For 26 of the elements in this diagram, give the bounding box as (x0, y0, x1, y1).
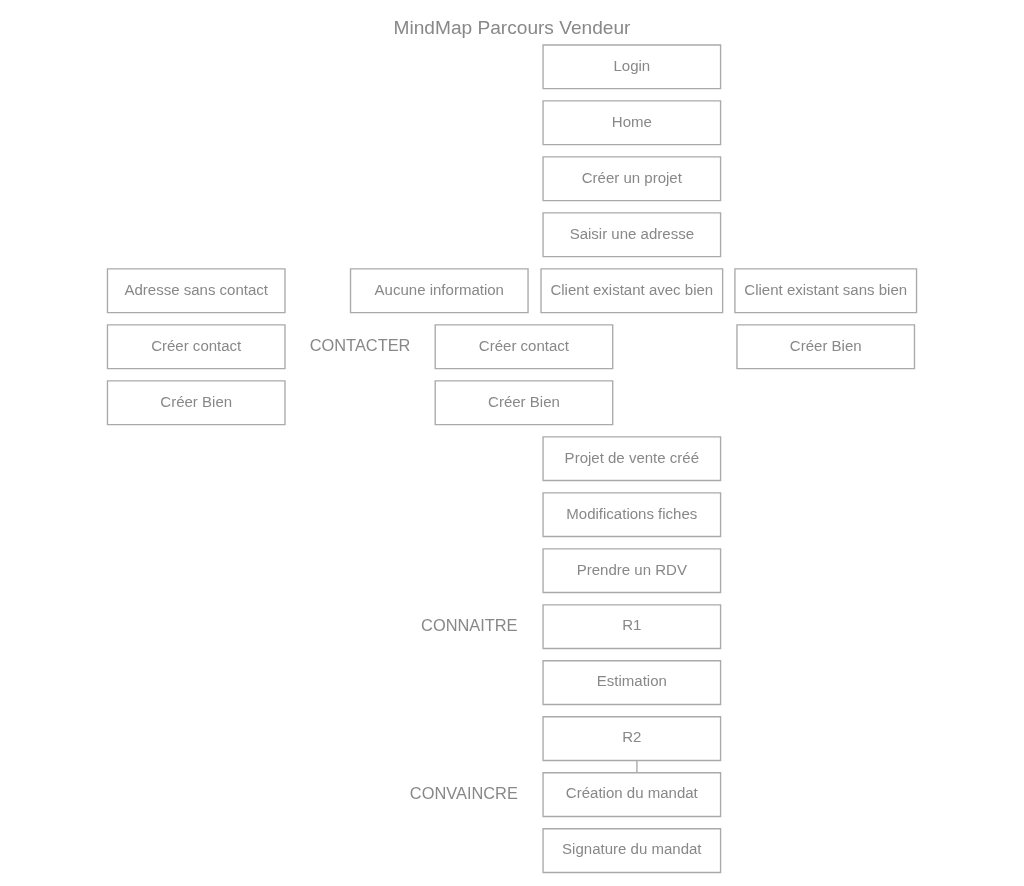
node-box: Créer contact (106, 324, 286, 370)
node-box: R2 (542, 716, 722, 762)
node-box: R1 (542, 604, 722, 650)
connector (636, 760, 638, 774)
node-box: Login (542, 44, 722, 90)
node-box: Signature du mandat (542, 828, 722, 874)
node-box: Créer un projet (542, 156, 722, 202)
node-box: Home (542, 100, 722, 146)
node-box: Client existant sans bien (734, 268, 918, 314)
node-box: Créer Bien (106, 380, 286, 426)
node-box: Projet de vente créé (542, 436, 722, 482)
node-box: Créer contact (434, 324, 614, 370)
node-box: Création du mandat (542, 772, 722, 818)
node-box: Client existant avec bien (540, 268, 724, 314)
node-box: Adresse sans contact (106, 268, 286, 314)
node-box: Créer Bien (736, 324, 916, 370)
node-box: Prendre un RDV (542, 548, 722, 594)
diagram-title: MindMap Parcours Vendeur (393, 17, 631, 39)
label: CONVAINCRE (409, 783, 518, 802)
node-box: Aucune information (349, 268, 529, 314)
label: CONNAITRE (421, 615, 518, 634)
label: CONTACTER (309, 335, 411, 354)
node-box: Estimation (542, 660, 722, 706)
node-box: Modifications fiches (542, 492, 722, 538)
node-box: Saisir une adresse (542, 212, 722, 258)
node-box: Créer Bien (434, 380, 614, 426)
